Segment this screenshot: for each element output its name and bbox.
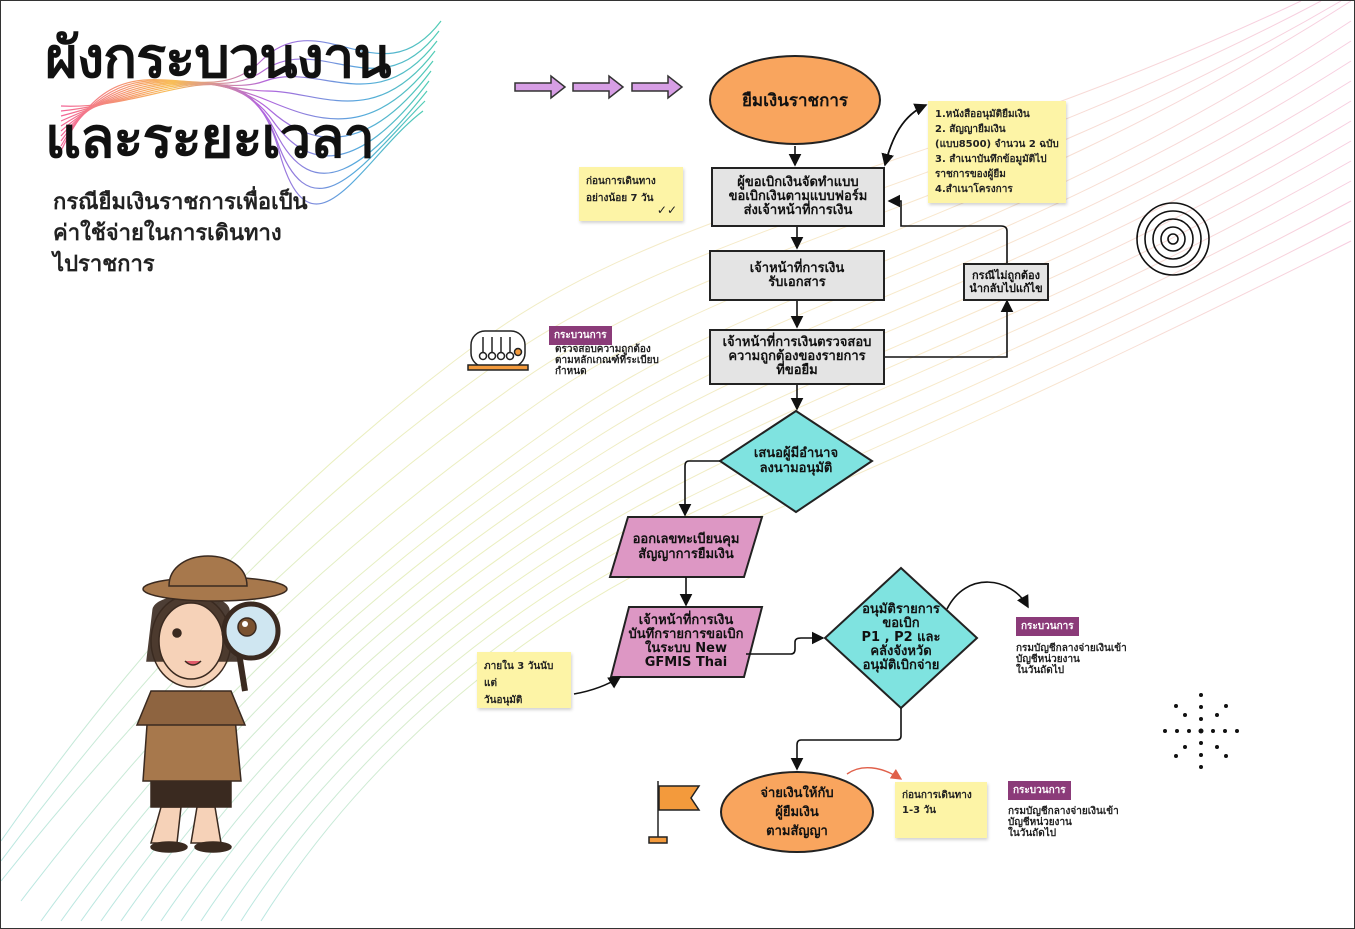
step1-line2: ขอเบิกเงินตามแบบฟอร์ม xyxy=(728,189,868,204)
step5-line4: GFMIS Thai xyxy=(644,655,728,670)
step-return-for-fix: กรณีไม่ถูกต้อง นำกลับไปแก้ไข xyxy=(963,263,1049,301)
check-line3: กำหนด xyxy=(555,366,587,377)
arrow-to-note xyxy=(846,767,903,780)
step1-line3: ส่งเจ้าหน้าที่การเงิน xyxy=(743,203,853,218)
start-label: ยืมเงินราชการ xyxy=(741,90,849,111)
decision-approval-shape xyxy=(718,409,874,514)
before7-line2: อย่างน้อย 7 วัน xyxy=(586,193,654,204)
transfer2-line3: ในวันถัดไป xyxy=(1008,828,1057,839)
decision1-line1: เสนอผู้มีอำนาจ xyxy=(753,446,839,461)
doc-line6: 4.สำเนาโครงการ xyxy=(935,184,1013,195)
process-transfer-text-1: กรมบัญชีกลางจ่ายเงินเข้า บัญชีหน่วยงาน ใ… xyxy=(1016,643,1127,676)
step5-line2: บันทึกรายการขอเบิก xyxy=(628,627,744,642)
flag-icon xyxy=(648,781,701,844)
note-required-documents: 1.หนังสืออนุมัติยืมเงิน 2. สัญญายืมเงิน … xyxy=(928,101,1066,203)
process-tag-transfer-2: กระบวนการ xyxy=(1008,781,1071,800)
title-ribbon xyxy=(60,20,442,205)
note-before-travel-7days: ก่อนการเดินทาง อย่างน้อย 7 วัน ✓✓ xyxy=(579,167,683,221)
step-submit-form: ผู้ขอเบิกเงินจัดทำแบบ ขอเบิกเงินตามแบบฟอ… xyxy=(711,167,885,227)
starburst-dots-icon xyxy=(1163,693,1239,769)
step1-line1: ผู้ขอเบิกเงินจัดทำแบบ xyxy=(737,175,859,190)
doc-line5: ราชการของผู้ยืม xyxy=(935,169,1006,180)
newtons-cradle-icon xyxy=(467,330,529,371)
within3-line2: วันอนุมัติ xyxy=(484,695,523,706)
subtitle-line2: ค่าใช้จ่ายในการเดินทาง xyxy=(53,221,282,246)
step3-line1: เจ้าหน้าที่การเงินตรวจสอบ xyxy=(722,335,872,350)
process-tag-transfer-1: กระบวนการ xyxy=(1016,617,1079,636)
step2-line1: เจ้าหน้าที่การเงิน xyxy=(749,260,845,276)
end-line1: จ่ายเงินให้กับ xyxy=(760,785,834,801)
transfer1-line3: ในวันถัดไป xyxy=(1016,665,1065,676)
transfer1-line1: กรมบัญชีกลางจ่ายเงินเข้า xyxy=(1016,643,1127,654)
flow-connectors xyxy=(573,103,1029,771)
page-title-line2: และระยะเวลา xyxy=(45,106,375,171)
check-line2: ตามหลักเกณฑ์ที่ระเบียบ xyxy=(555,355,659,366)
step5-line3: ในระบบ New xyxy=(645,641,727,656)
step-verify-items: เจ้าหน้าที่การเงินตรวจสอบ ความถูกต้องของ… xyxy=(709,329,885,385)
end-line3: ตามสัญญา xyxy=(766,823,828,839)
decision1-line2: ลงนามอนุมัติ xyxy=(759,461,833,476)
header-arrows xyxy=(514,74,684,100)
decision2-line3: P1 , P2 และ xyxy=(861,630,941,645)
before13-line1: ก่อนการเดินทาง xyxy=(902,790,972,801)
process-transfer-text-2: กรมบัญชีกลางจ่ายเงินเข้า บัญชีหน่วยงาน ใ… xyxy=(1008,806,1119,839)
step3-line2: ความถูกต้องของรายการ xyxy=(728,349,866,364)
doc-line2: 2. สัญญายืมเงิน xyxy=(935,124,1006,135)
doc-line4: 3. สำเนาบันทึกข้อมูมัติไป xyxy=(935,154,1047,165)
decision-approval-text: เสนอผู้มีอำนาจ ลงนามอนุมัติ xyxy=(736,436,856,486)
note-within-3days: ภายใน 3 วันนับแต่ วันอนุมัติ xyxy=(477,652,571,708)
decision2-line2: ขอเบิก xyxy=(882,616,920,631)
page-title-line1: ผังกระบวนงาน xyxy=(45,26,392,91)
step-receive-docs: เจ้าหน้าที่การเงิน รับเอกสาร xyxy=(709,250,885,301)
register-contract-text: ออกเลขทะเบียนคุม สัญญาการยืมเงิน xyxy=(616,519,756,575)
end-line2: ผู้ยืมเงิน xyxy=(775,804,819,820)
doc-line3: (แบบ8500) จำนวน 2 ฉบับ xyxy=(935,139,1059,150)
before7-line1: ก่อนการเดินทาง xyxy=(586,176,656,187)
check-line1: ตรวจสอบความถูกต้อง xyxy=(555,344,651,355)
process-tag-check: กระบวนการ xyxy=(549,326,612,345)
transfer2-line1: กรมบัญชีกลางจ่ายเงินเข้า xyxy=(1008,806,1119,817)
decision-payment-text: อนุมัติรายการ ขอเบิก P1 , P2 และ คลังจัง… xyxy=(841,598,961,678)
step3-line3: ที่ขอยืม xyxy=(776,363,818,378)
step2-line2: รับเอกสาร xyxy=(768,274,826,290)
subtitle-line1: กรณียืมเงินราชการเพื่อเป็น xyxy=(53,190,308,215)
page-subtitle: กรณียืมเงินราชการเพื่อเป็น ค่าใช้จ่ายในก… xyxy=(53,187,308,280)
record-gfmis-shape xyxy=(609,606,764,678)
transfer1-line2: บัญชีหน่วยงาน xyxy=(1016,654,1080,665)
start-borrow-oval: ยืมเงินราชการ xyxy=(709,55,881,145)
step5-line1: เจ้าหน้าที่การเงิน xyxy=(638,613,734,628)
note-before-travel-1-3days: ก่อนการเดินทาง 1-3 วัน xyxy=(895,782,987,838)
detective-illustration xyxy=(135,555,288,853)
record-gfmis-text: เจ้าหน้าที่การเงิน บันทึกรายการขอเบิก ใน… xyxy=(616,609,756,675)
doc-line1: 1.หนังสืออนุมัติยืมเงิน xyxy=(935,109,1030,120)
before13-line2: 1-3 วัน xyxy=(902,805,936,816)
process-check-text: ตรวจสอบความถูกต้อง ตามหลักเกณฑ์ที่ระเบีย… xyxy=(555,344,659,377)
register-contract-shape xyxy=(608,516,764,578)
end-pay-oval: จ่ายเงินให้กับ ผู้ยืมเงิน ตามสัญญา xyxy=(720,771,874,853)
step4-line1: ออกเลขทะเบียนคุม xyxy=(632,532,740,547)
subtitle-line3: ไปราชการ xyxy=(53,252,155,277)
decision2-line4: คลังจังหวัด xyxy=(870,644,932,659)
target-circles-icon xyxy=(1136,202,1210,276)
decision2-line5: อนุมัติเบิกจ่าย xyxy=(862,658,940,673)
step4-line2: สัญญาการยืมเงิน xyxy=(638,547,734,562)
transfer2-line2: บัญชีหน่วยงาน xyxy=(1008,817,1072,828)
within3-line1: ภายใน 3 วันนับแต่ xyxy=(484,661,554,689)
fix-line1: กรณีไม่ถูกต้อง xyxy=(972,269,1040,282)
checkmark-icon: ✓✓ xyxy=(656,203,677,217)
fix-line2: นำกลับไปแก้ไข xyxy=(969,282,1043,295)
decision2-line1: อนุมัติรายการ xyxy=(862,602,940,617)
